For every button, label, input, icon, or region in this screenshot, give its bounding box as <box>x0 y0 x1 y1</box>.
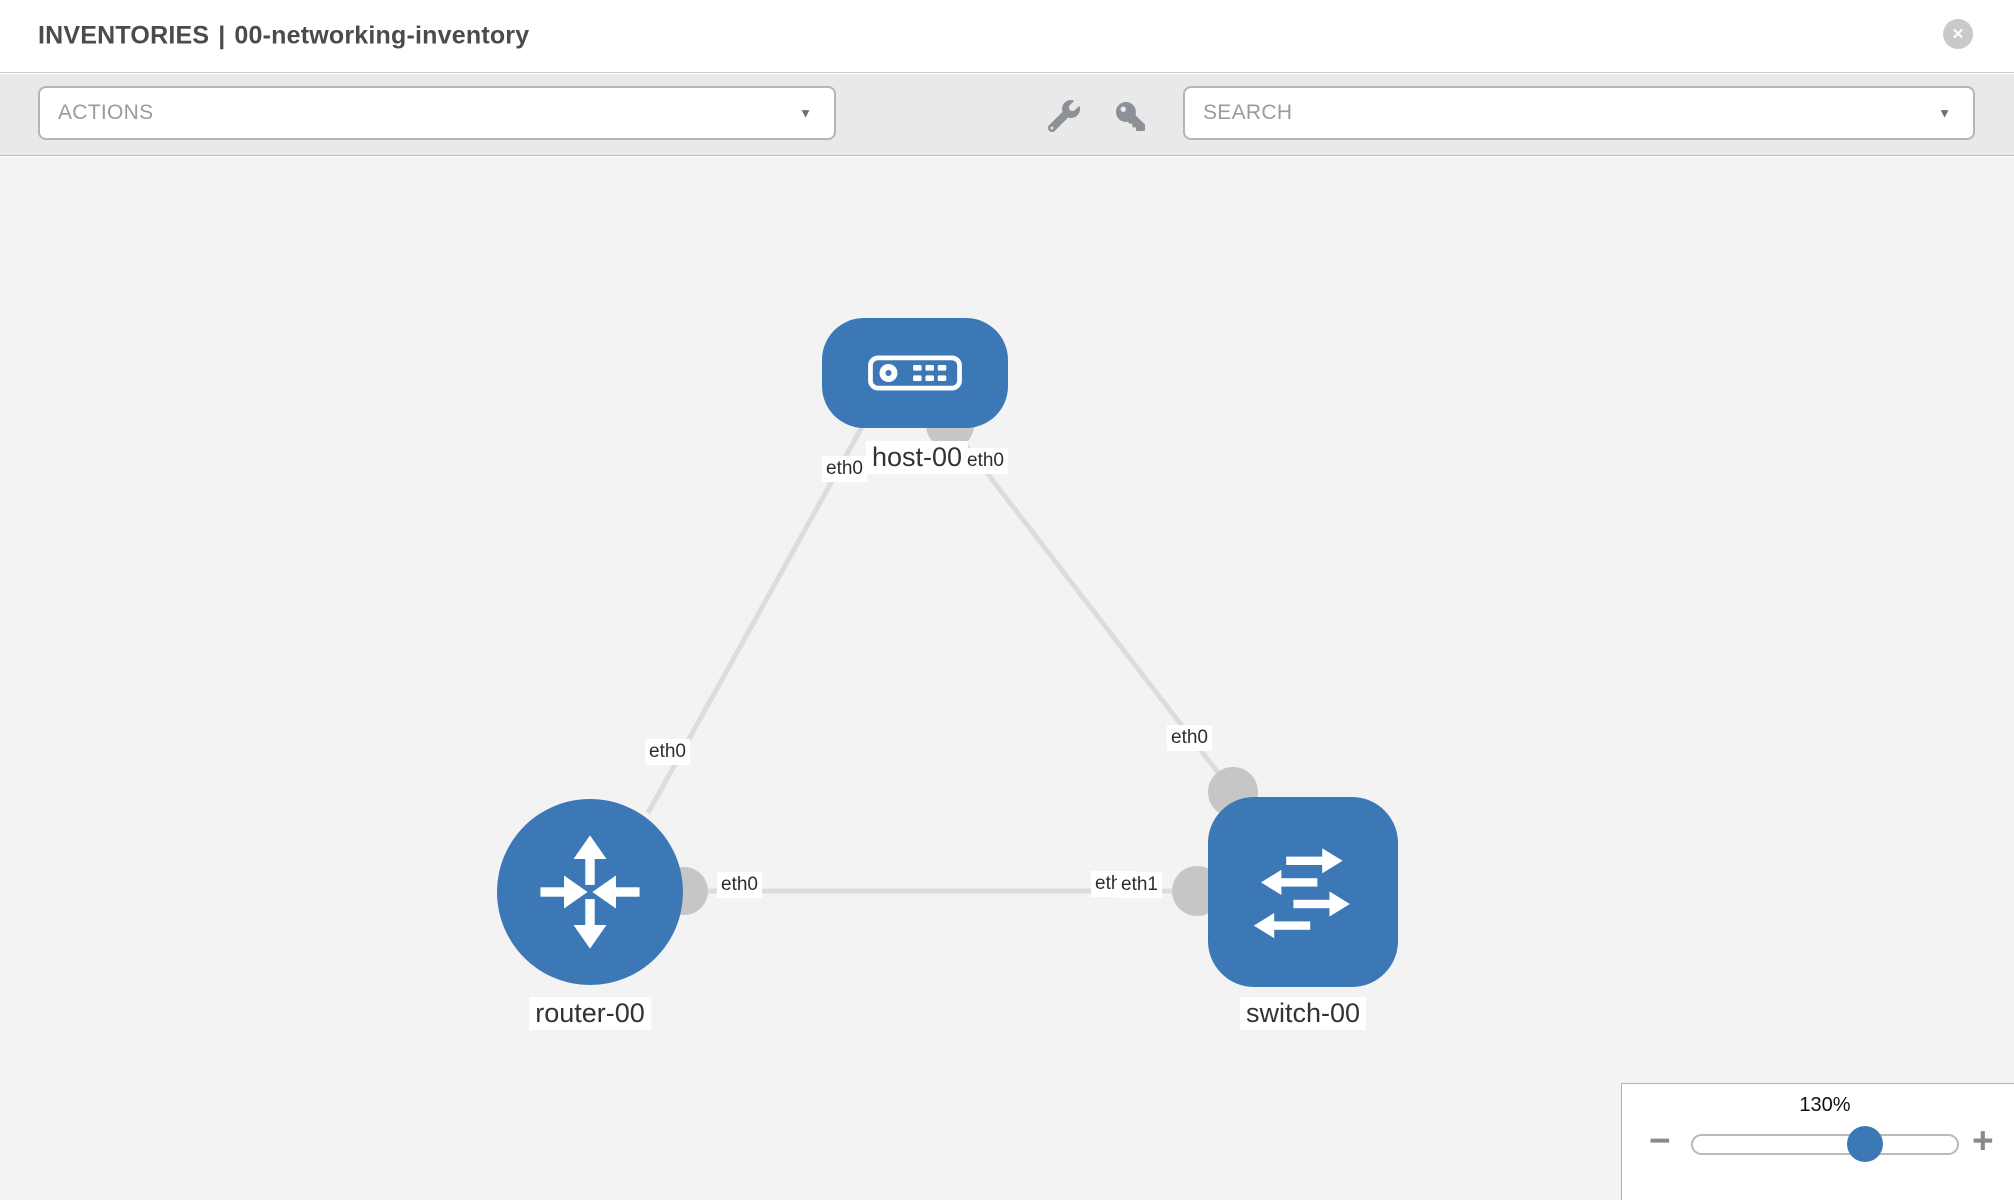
node-label-router: router-00 <box>529 997 651 1030</box>
zoom-in-button[interactable]: + <box>1972 1120 1994 1161</box>
toolbar: ACTIONS ▼ SEARCH ▼ <box>0 74 2014 156</box>
breadcrumb-section: INVENTORIES <box>38 21 210 50</box>
title-bar: INVENTORIES | 00-networking-inventory ✕ <box>0 0 2014 73</box>
inventory-name: 00-networking-inventory <box>234 21 530 50</box>
interface-label: eth0 <box>1167 725 1212 751</box>
interface-label: eth0 <box>963 448 1008 474</box>
search-dropdown[interactable]: SEARCH ▼ <box>1183 86 1975 140</box>
node-host-00[interactable] <box>822 318 1008 428</box>
close-button[interactable]: ✕ <box>1943 19 1973 49</box>
close-icon: ✕ <box>1951 26 1965 43</box>
zoom-slider[interactable] <box>1691 1134 1959 1155</box>
key-icon <box>1116 102 1145 131</box>
interface-label: eth1 <box>1117 872 1162 898</box>
interface-label: eth0 <box>822 456 867 482</box>
zoom-out-button[interactable]: − <box>1649 1120 1671 1161</box>
zoom-panel: 130% − + <box>1621 1083 2014 1200</box>
node-label-switch: switch-00 <box>1239 997 1367 1030</box>
zoom-slider-knob[interactable] <box>1847 1126 1883 1162</box>
wrench-icon <box>1047 100 1080 133</box>
breadcrumb-separator: | <box>218 21 226 50</box>
chevron-down-icon: ▼ <box>799 105 812 121</box>
page-title: INVENTORIES | 00-networking-inventory <box>38 22 538 51</box>
tools-button[interactable] <box>1047 100 1080 133</box>
credentials-button[interactable] <box>1116 102 1145 131</box>
zoom-level: 130% <box>1799 1094 1851 1116</box>
node-label-host: host-00 <box>865 441 969 474</box>
actions-dropdown-label: ACTIONS <box>58 101 154 124</box>
interface-label: eth0 <box>645 739 690 765</box>
chevron-down-icon: ▼ <box>1938 105 1951 121</box>
search-dropdown-label: SEARCH <box>1203 101 1293 124</box>
interface-label: eth0 <box>717 872 762 898</box>
node-router-00[interactable] <box>497 799 683 985</box>
node-switch-00[interactable] <box>1208 797 1398 987</box>
topology-canvas[interactable]: host-00 router-00 switch-00 eth0 eth0 et… <box>0 157 2014 1200</box>
plus-icon: + <box>1972 1120 1994 1161</box>
router-icon <box>540 835 640 949</box>
actions-dropdown[interactable]: ACTIONS ▼ <box>38 86 836 140</box>
minus-icon: − <box>1649 1120 1671 1161</box>
topology-links-layer <box>645 401 1258 916</box>
host-icon <box>868 355 962 391</box>
switch-icon <box>1253 848 1350 939</box>
